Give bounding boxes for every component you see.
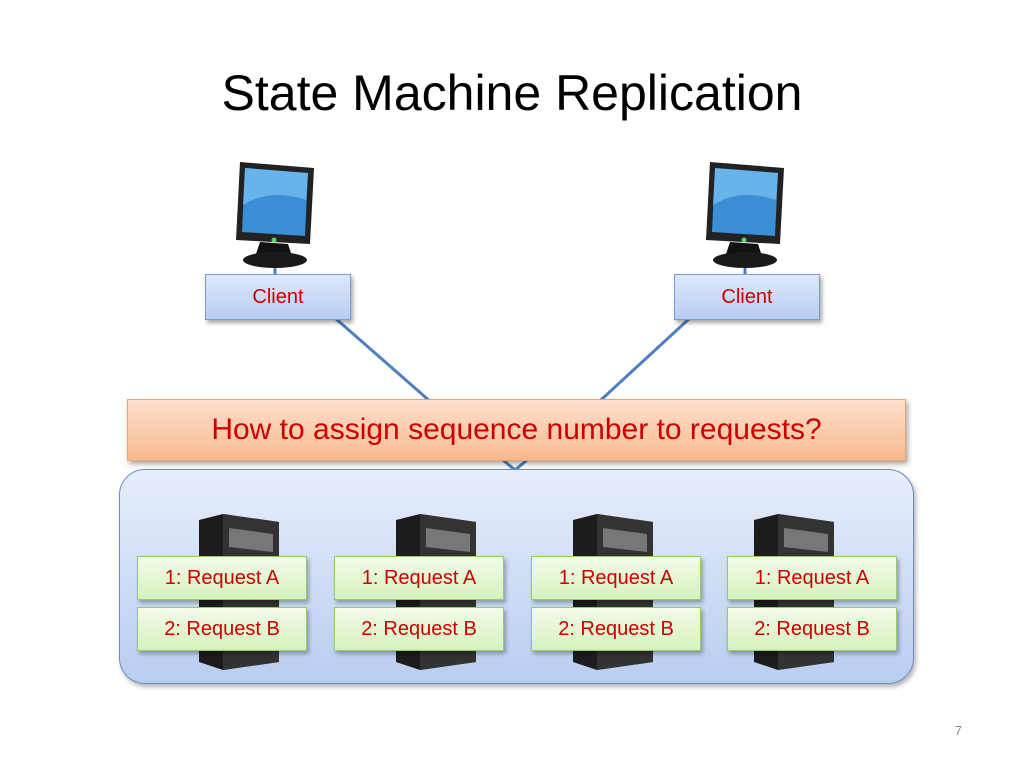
client-box-left: Client <box>205 274 351 320</box>
log-entry-replica-2-a: 1: Request A <box>334 556 504 600</box>
log-entry-replica-3-a: 1: Request A <box>531 556 701 600</box>
log-entry-replica-1-b: 2: Request B <box>137 607 307 651</box>
log-entry-replica-4-b: 2: Request B <box>727 607 897 651</box>
slide-title: State Machine Replication <box>221 65 803 121</box>
question-box: How to assign sequence number to request… <box>127 399 906 461</box>
client-box-right: Client <box>674 274 820 320</box>
log-entry-replica-4-a: 1: Request A <box>727 556 897 600</box>
log-entry-replica-1-a: 1: Request A <box>137 556 307 600</box>
monitor-icon <box>236 162 314 268</box>
monitor-icon <box>706 162 784 268</box>
connector-client-left <box>334 316 441 412</box>
page-number: 7 <box>954 723 962 738</box>
log-entry-replica-2-b: 2: Request B <box>334 607 504 651</box>
log-entry-replica-3-b: 2: Request B <box>531 607 701 651</box>
connector-client-right <box>588 316 692 412</box>
